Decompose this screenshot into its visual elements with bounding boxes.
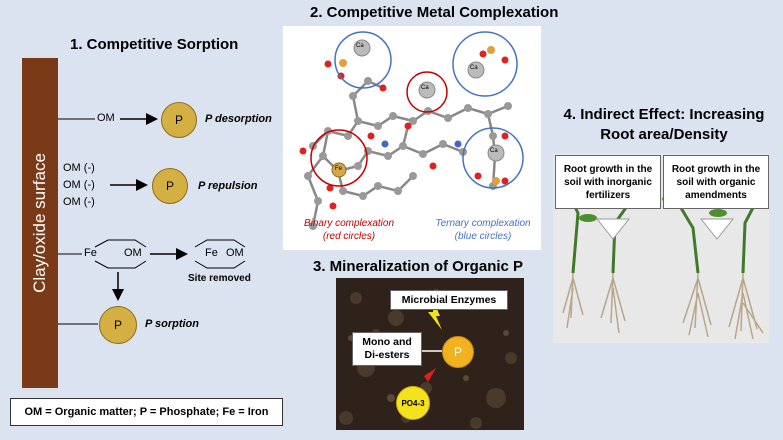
om-label-1: OM [97,112,115,124]
esters-line-2: Di-esters [364,349,410,361]
p-circle-desorption: P [161,102,197,138]
esters-line-1: Mono and [362,336,412,348]
inorganic-line-2: soil with inorganic [564,176,652,188]
ternary-label-2: (blue circles) [454,231,512,242]
om-label-2: OM [124,247,142,259]
complexation-panel: Ca Ca Ca Ca Fe Binary complexation (red … [283,26,541,250]
section4-title-1: 4. Indirect Effect: Increasing [563,106,765,123]
esters-box: Mono and Di-esters [352,332,422,366]
p-desorption-label: P desorption [205,113,272,125]
ternary-label-1: Ternary complexation [435,218,531,229]
om-neg-2: OM (-) [63,179,95,191]
fe-atom: Fe [335,166,343,172]
clay-surface-bar: Clay/oxide surface [22,58,58,388]
inorganic-line-1: Root growth in the [563,163,653,175]
organic-line-1: Root growth in the [671,163,761,175]
roots-photo: Root growth in the soil with inorganic f… [553,153,769,343]
inorganic-line-3: fertilizers [585,189,631,201]
microbial-enzymes-box: Microbial Enzymes [390,290,508,310]
soil-image: Microbial Enzymes Mono and Di-esters P P… [336,278,524,430]
om-neg-3: OM (-) [63,196,95,208]
fe-label-2: Fe [205,247,218,259]
ca-atom-1: Ca [356,43,364,49]
phosphate-circle: PO4-3 [396,386,430,420]
molecule-structure [299,31,524,230]
ca-atom-3: Ca [470,65,478,71]
site-removed-label: Site removed [188,273,251,284]
p-circle-mineral: P [442,336,474,368]
ca-atom-2: Ca [421,85,429,91]
p-circle-repulsion: P [152,168,188,204]
section1-title: 1. Competitive Sorption [70,36,239,53]
binary-label-2: (red circles) [322,231,376,242]
organic-line-3: amendments [685,189,747,201]
section2-title: 2. Competitive Metal Complexation [310,4,559,21]
p-repulsion-label: P repulsion [198,180,258,192]
sorption-connectors [58,113,246,325]
organic-callout: Root growth in the soil with organic ame… [663,155,769,209]
om-neg-1: OM (-) [63,162,95,174]
fe-label-1: Fe [84,247,97,259]
organic-line-2: soil with organic [676,176,756,188]
red-arrow-icon [424,368,436,382]
section4-title-2: Root area/Density [600,126,728,143]
p-sorption-label: P sorption [145,318,199,330]
legend-box: OM = Organic matter; P = Phosphate; Fe =… [10,398,283,426]
binary-label-1: Binary complexation [303,218,395,229]
section3-title: 3. Mineralization of Organic P [313,258,524,275]
om-label-3: OM [226,247,244,259]
p-circle-sorption: P [99,306,137,344]
inorganic-callout: Root growth in the soil with inorganic f… [555,155,661,209]
ca-atom-4: Ca [490,148,498,154]
lightning-icon [428,302,442,330]
